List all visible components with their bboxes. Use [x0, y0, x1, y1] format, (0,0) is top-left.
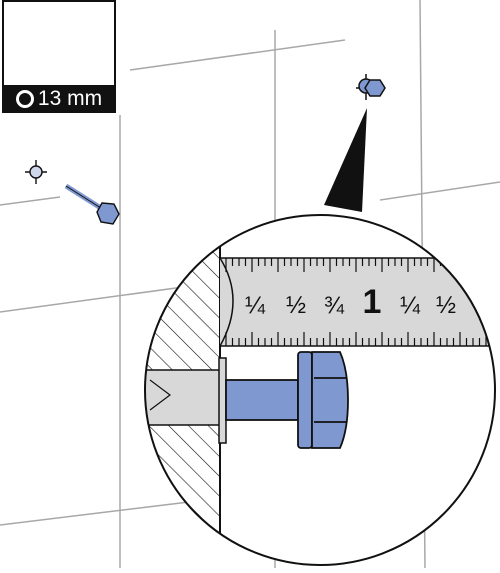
tape-mark-label: ¾ — [324, 292, 345, 319]
tape-mark-label: ¼ — [245, 292, 266, 319]
washer — [218, 357, 227, 444]
socket-size-label: 13 mm — [2, 85, 116, 113]
tape-mark-label: ¼ — [400, 292, 421, 319]
anchor-screw-top-right — [356, 74, 386, 100]
tape-mark-label: 1 — [363, 283, 382, 321]
magnifier-ring — [144, 214, 496, 566]
socket-size-text: 13 mm — [37, 87, 103, 110]
callout-pointer — [324, 108, 367, 212]
tape-mark-label: ½ — [286, 292, 306, 319]
wall-anchor — [145, 369, 221, 426]
hex-bolt — [225, 351, 349, 449]
anchor-screw-left — [25, 160, 120, 225]
tape-mark-label: ½ — [436, 292, 456, 319]
hex-socket-icon — [15, 90, 34, 108]
